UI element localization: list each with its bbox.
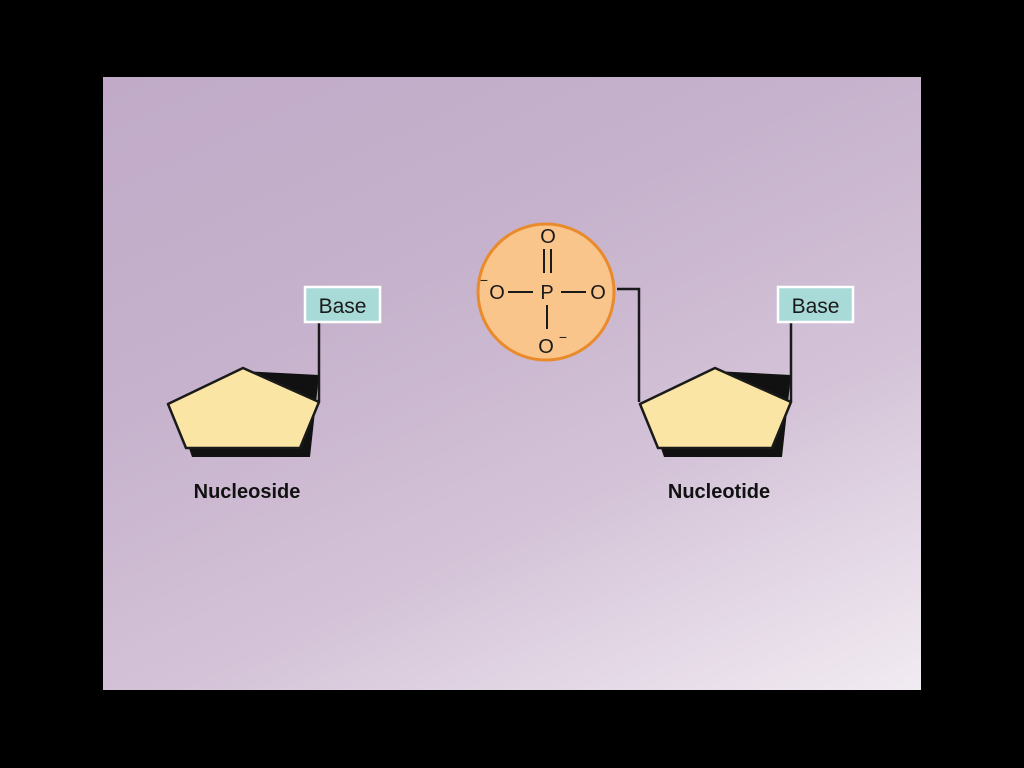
phosphate-left-oxygen: O xyxy=(489,282,505,304)
nucleotide-group: Base Nucleotide xyxy=(617,285,855,503)
nucleoside-base-label: Base xyxy=(319,295,367,318)
phosphate-phosphorus: P xyxy=(540,282,553,304)
phosphate-right-oxygen: O xyxy=(590,282,606,304)
nucleoside-caption: Nucleoside xyxy=(194,481,301,503)
nucleotide-caption: Nucleotide xyxy=(668,481,770,503)
phosphate-top-oxygen: O xyxy=(540,226,556,248)
phosphate-sugar-linkage xyxy=(617,287,641,402)
nucleotide-sugar-pentagon xyxy=(638,366,793,450)
nucleoside-base-box xyxy=(303,285,382,324)
phosphate-left-charge: − xyxy=(480,272,488,288)
phosphate-bottom-charge: − xyxy=(559,329,567,345)
nucleotide-base-label: Base xyxy=(792,295,840,318)
nucleotide-base-box xyxy=(776,285,855,324)
slide-background: Base Nucleoside O − O P O O − xyxy=(103,77,921,690)
phosphate-bottom-oxygen: O xyxy=(538,336,554,358)
phosphate-group: O − O P O O − xyxy=(476,222,616,362)
nucleoside-group: Base Nucleoside xyxy=(166,285,382,503)
nucleoside-sugar-pentagon xyxy=(166,366,321,450)
nucleoside-nucleotide-diagram: Base Nucleoside O − O P O O − xyxy=(166,222,855,503)
phosphate-circle xyxy=(476,222,616,362)
